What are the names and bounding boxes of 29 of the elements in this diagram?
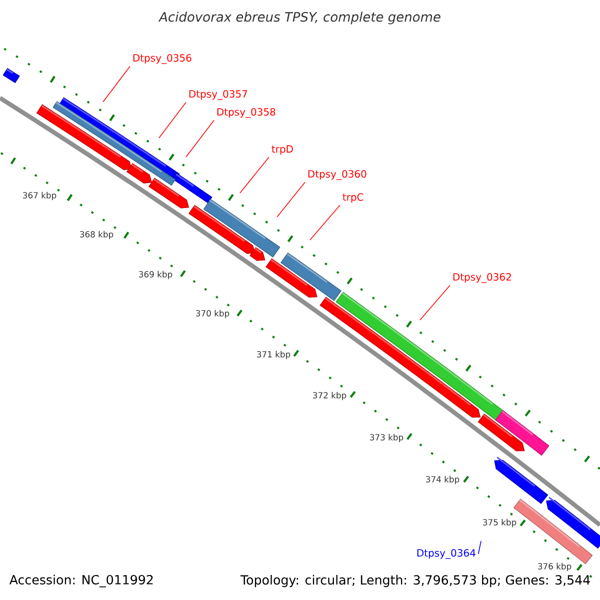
leader-line [420,284,450,320]
leader-line [276,182,306,218]
footer-text: Accession: NC_011992 [10,574,153,588]
scale-label: 370 kbp [196,310,230,318]
gene-label: Dtpsy_0362 [453,273,511,283]
scale-label: 374 kbp [426,476,460,484]
leader-line [478,540,482,554]
chart-title: Acidovorax ebreus TPSY, complete genome [158,12,440,24]
leader-line [310,204,340,240]
scale-label: 368 kbp [80,230,114,240]
leader-line [158,102,186,138]
scale-label: 371 kbp [257,350,290,360]
gene-label: trpC [342,193,364,203]
scale-label: 373 kbp [370,434,404,442]
leader-line [102,66,130,102]
gene-label: Dtpsy_0357 [189,90,248,100]
scale-label: 372 kbp [313,392,346,400]
scale-label: 375 kbp [483,518,516,528]
gene-label: Dtpsy_0360 [308,170,366,180]
leader-line [240,156,270,194]
footer-text: Topology: circular; Length: 3,796,573 bp; Genes: 3,544 [240,574,590,588]
scale-label: 367 kbp [23,192,56,200]
gene-label: Dtpsy_0356 [133,54,192,64]
gene-label: Dtpsy_0364 [417,549,476,559]
leader-line [186,120,214,158]
gene-label: Dtpsy_0358 [217,108,276,118]
scale-label: 376 kbp [538,562,572,572]
gene-label: trpD [272,145,293,155]
scale-label: 369 kbp [139,270,172,280]
